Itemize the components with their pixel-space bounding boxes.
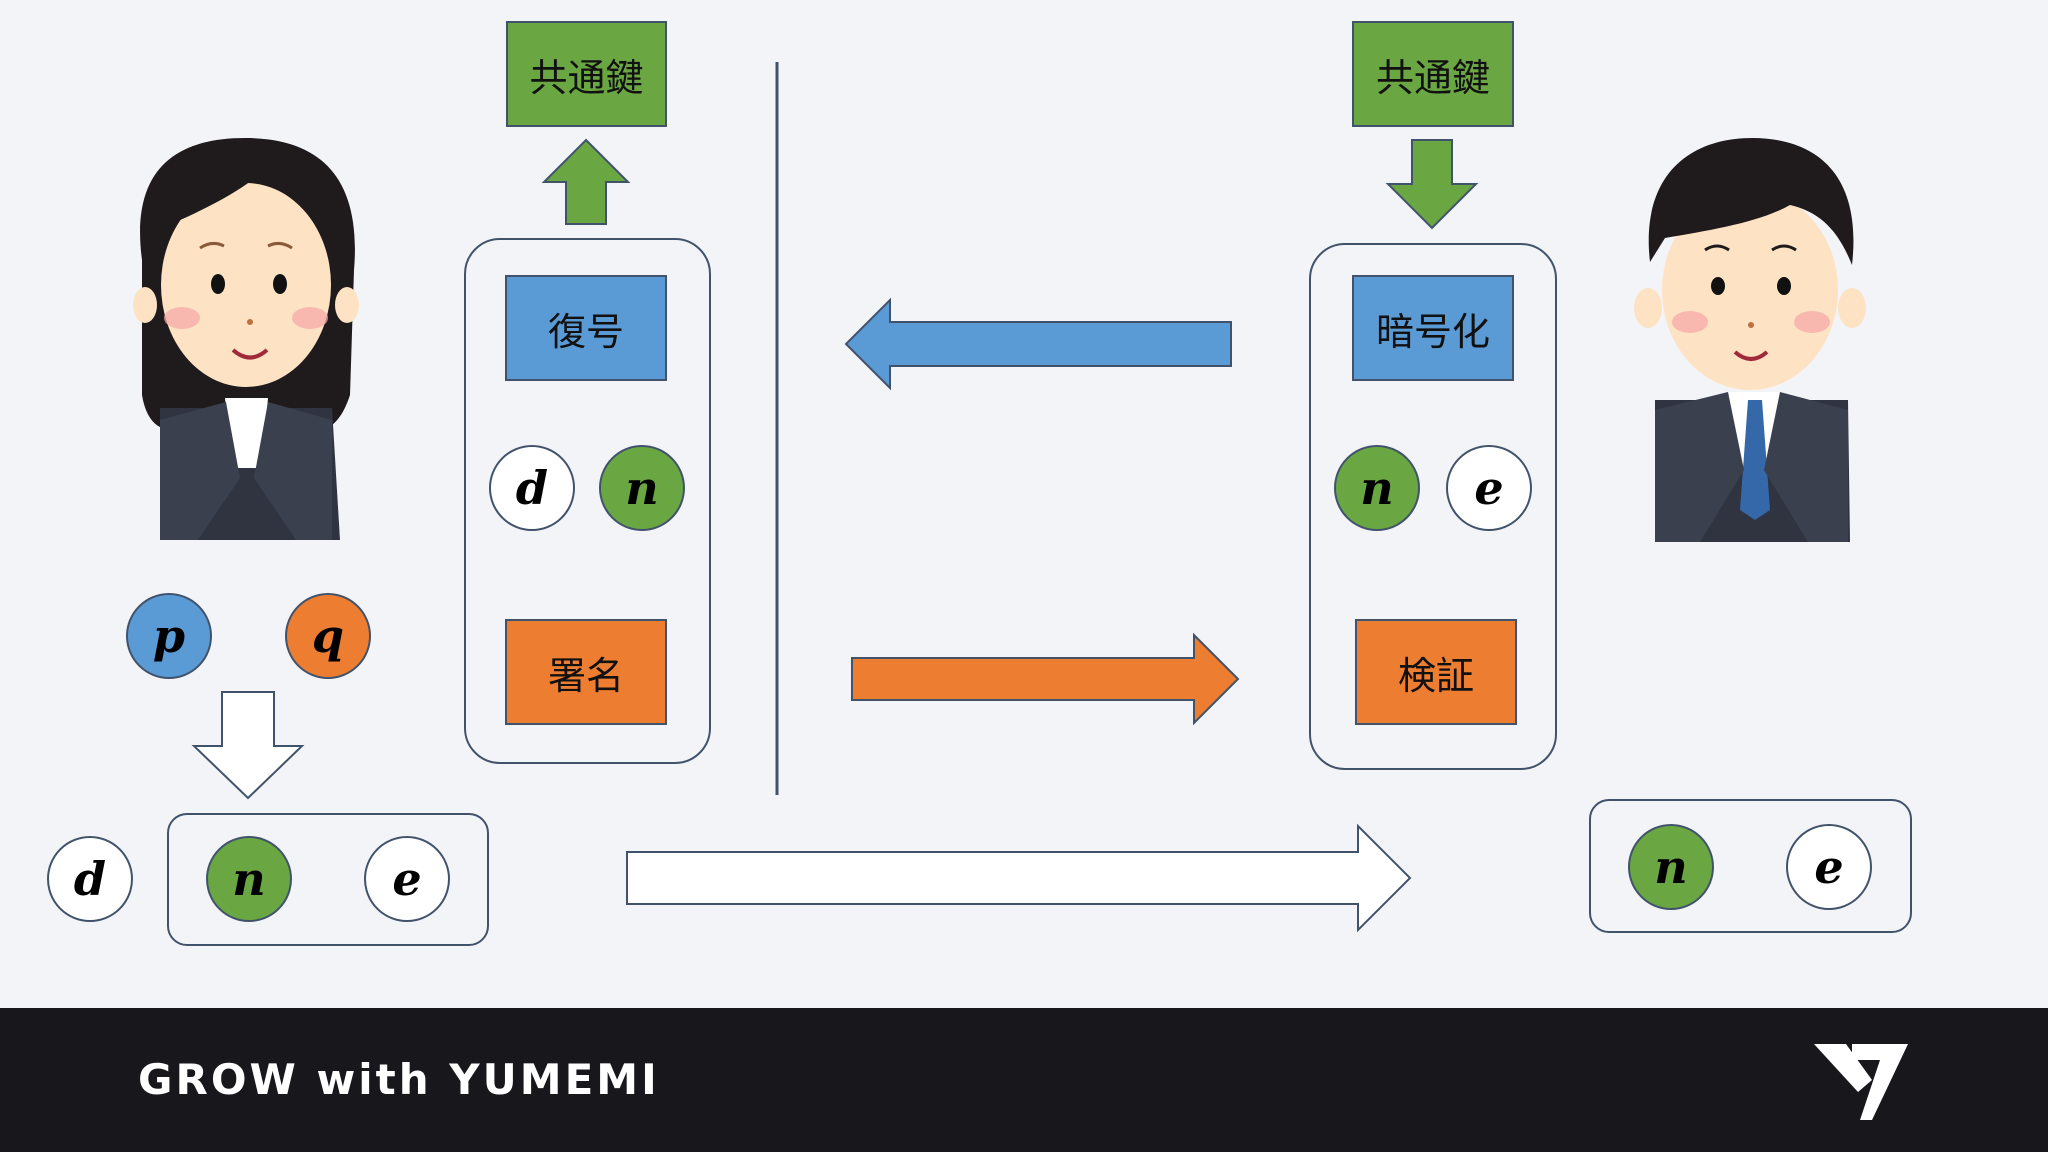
left-key-panel [464, 238, 711, 764]
woman-figure [133, 138, 359, 540]
up-arrow-green [541, 138, 631, 225]
footer-bar [0, 1008, 2048, 1152]
encrypt-label: 暗号化 [1375, 309, 1490, 354]
shared-key-box-left: 共通鍵 [506, 21, 667, 127]
down-arrow-white [191, 691, 305, 800]
public-e-circle-right: e [1786, 824, 1872, 910]
public-key-group-left [167, 813, 489, 946]
private-key-d-bottom: d [47, 836, 133, 922]
modulus-n-circle-right: n [1334, 445, 1420, 531]
left-arrow-blue [844, 297, 1232, 391]
verify-box: 検証 [1355, 619, 1517, 725]
yumemi-logo [1814, 1044, 1908, 1120]
right-arrow-orange [851, 632, 1240, 726]
down-arrow-green [1385, 139, 1479, 230]
prime-p-circle: p [126, 593, 212, 679]
right-key-panel [1309, 243, 1557, 770]
exponent-e-circle-right: e [1446, 445, 1532, 531]
sign-box: 署名 [505, 619, 667, 725]
right-arrow-white [626, 823, 1412, 933]
private-key-d-circle: d [489, 445, 575, 531]
shared-key-label-right: 共通鍵 [1375, 55, 1490, 100]
shared-key-label-left: 共通鍵 [529, 55, 644, 100]
decrypt-label: 復号 [547, 309, 624, 354]
footer-brand: GROW with YUMEMI [138, 1055, 660, 1104]
public-e-circle-left: e [364, 836, 450, 922]
public-n-circle-right: n [1628, 824, 1714, 910]
prime-q-circle: q [285, 593, 371, 679]
encrypt-box: 暗号化 [1352, 275, 1514, 381]
public-key-group-right [1589, 799, 1912, 933]
man-figure [1634, 138, 1866, 542]
public-n-circle-left: n [206, 836, 292, 922]
shared-key-box-right: 共通鍵 [1352, 21, 1514, 127]
decrypt-box: 復号 [505, 275, 667, 381]
modulus-n-circle-left: n [599, 445, 685, 531]
verify-label: 検証 [1397, 653, 1474, 698]
sign-label: 署名 [547, 653, 624, 698]
